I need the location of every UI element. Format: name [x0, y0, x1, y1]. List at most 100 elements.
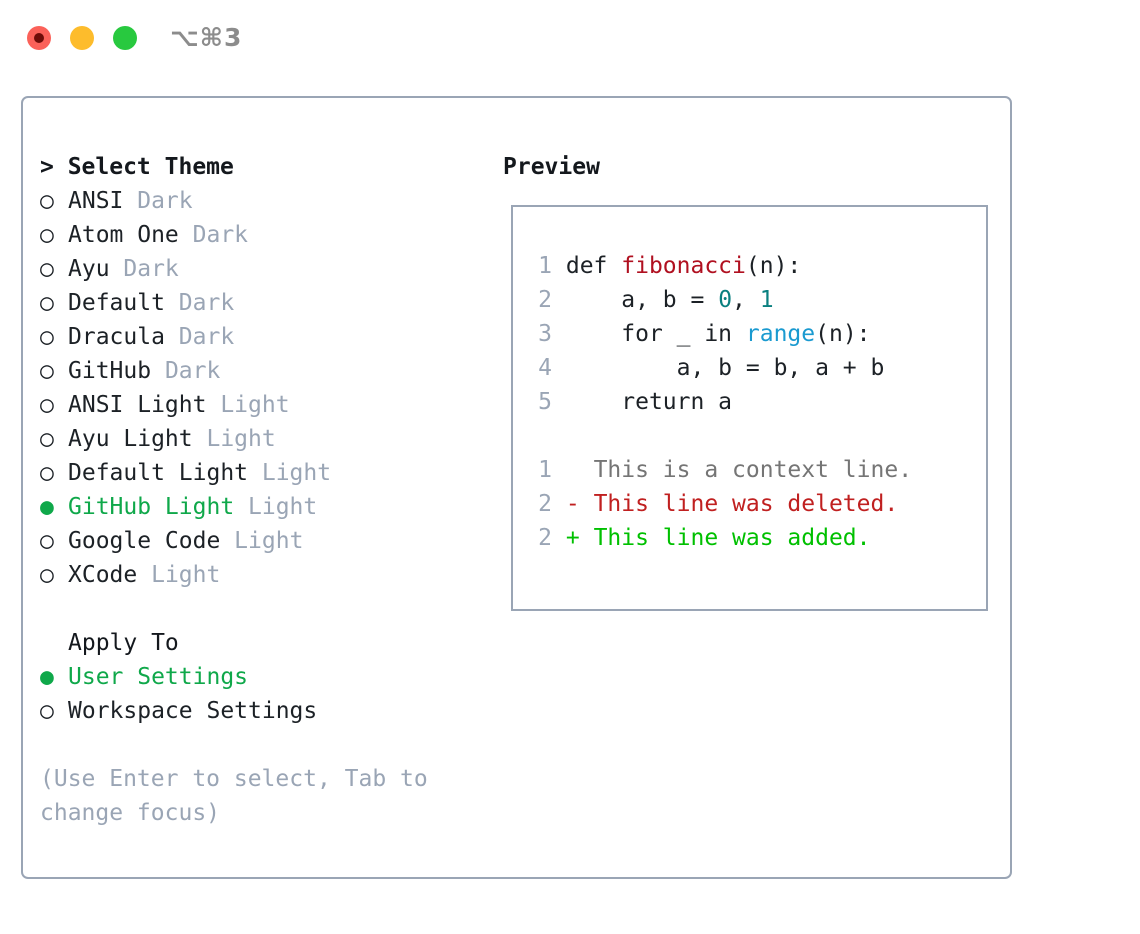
radio-unselected-icon: ○ [40, 358, 54, 384]
diff-sign: + [565, 525, 594, 551]
theme-item[interactable]: ○ Ayu Dark [40, 252, 480, 286]
radio-unselected-icon: ○ [40, 324, 54, 350]
radio-unselected-icon: ○ [40, 460, 54, 486]
theme-name: XCode [68, 562, 138, 588]
select-theme-header: > Select Theme [40, 154, 234, 180]
apply-to-option[interactable]: ○ Workspace Settings [40, 694, 480, 728]
theme-variant-tag: Dark [164, 290, 235, 316]
radio-unselected-icon: ○ [40, 290, 54, 316]
code-token: , [732, 287, 760, 313]
diff-text: This line was deleted. [593, 491, 899, 517]
theme-variant-tag: Dark [123, 188, 193, 214]
radio-selected-icon: ● [40, 494, 54, 520]
theme-variant-tag: Dark [151, 358, 221, 384]
code-line: 5 return a [526, 385, 912, 419]
radio-unselected-icon: ○ [40, 222, 54, 248]
theme-name: GitHub [68, 358, 152, 384]
theme-variant-tag: Light [192, 426, 276, 452]
apply-to-list[interactable]: ● User Settings ○ Workspace Settings [40, 660, 480, 728]
spacer [40, 592, 480, 626]
apply-to-header: Apply To [68, 630, 179, 656]
apply-to-label: Workspace Settings [68, 698, 318, 724]
apply-to-option[interactable]: ● User Settings [40, 660, 480, 694]
line-number: 4 [538, 355, 552, 381]
code-token: fibonacci [621, 253, 746, 279]
theme-name: Ayu [68, 256, 110, 282]
code-line: 1 def fibonacci(n): [526, 249, 912, 283]
theme-name: ANSI [68, 188, 124, 214]
theme-name: Atom One [68, 222, 179, 248]
theme-item[interactable]: ○Google Code Light [40, 524, 480, 558]
radio-unselected-icon: ○ [40, 256, 54, 282]
theme-name: Dracula [68, 324, 165, 350]
line-number: 3 [538, 321, 552, 347]
apply-to-label: User Settings [68, 664, 249, 690]
theme-variant-tag: Light [234, 494, 318, 520]
line-number: 1 [538, 253, 552, 279]
radio-unselected-icon: ○ [40, 426, 54, 452]
code-token: 1 [759, 287, 774, 313]
diff-text: This is a context line. [593, 457, 913, 483]
main-panel: > Select Theme ○ANSI Dark○Atom One Dark○… [21, 96, 1012, 879]
code-token: 0 [718, 287, 733, 313]
line-number: 5 [538, 389, 552, 415]
theme-item[interactable]: ○ Default Dark [40, 286, 480, 320]
theme-variant-tag: Dark [164, 324, 235, 350]
code-token: for _ in [565, 321, 746, 347]
line-number: 2 [538, 491, 552, 517]
line-number: 1 [538, 457, 552, 483]
theme-item[interactable]: ○ Dracula Dark [40, 320, 480, 354]
radio-selected-icon: ● [40, 664, 54, 690]
theme-list[interactable]: ○ ANSI Dark ○ Atom One Dark ○ Ayu Dark ○ Defaul… [40, 184, 480, 592]
diff-line: 1 This is a context line. [526, 453, 912, 487]
theme-name: ANSI Light [68, 392, 207, 418]
code-line: 4 a, b = b, a + b [526, 351, 912, 385]
theme-name: Ayu Light [68, 426, 193, 452]
radio-unselected-icon: ○ [40, 562, 54, 588]
keyboard-hint: (Use Enter to select, Tab to change focu… [40, 766, 428, 826]
radio-unselected-icon: ○ [40, 698, 54, 724]
preview-header: Preview [503, 154, 600, 180]
theme-selector-column: > Select Theme ○ANSI Dark○Atom One Dark○… [40, 150, 480, 830]
code-token: (n): [815, 321, 871, 347]
line-number: 2 [538, 525, 552, 551]
code-line: 3 for _ in range(n): [526, 317, 912, 351]
theme-name: Google Code [68, 528, 221, 554]
title-bar: ⌥⌘3 [0, 0, 1140, 78]
preview-column: Preview 1 def fibonacci(n):2 a, b = 0, 1… [503, 150, 993, 611]
theme-item[interactable]: ○ Default Light Light [40, 456, 480, 490]
code-token: return a [565, 389, 733, 415]
minimize-button[interactable] [70, 26, 94, 50]
diff-text: This line was added. [593, 525, 871, 551]
theme-item[interactable]: ○ GitHub Dark [40, 354, 480, 388]
theme-item[interactable]: ○ ANSI Light Light [40, 388, 480, 422]
diff-sign: - [565, 491, 594, 517]
theme-variant-tag: Dark [109, 256, 179, 282]
radio-unselected-icon: ○ [40, 392, 54, 418]
theme-name: Default Light [68, 460, 249, 486]
line-number: 2 [538, 287, 552, 313]
code-token: def [565, 253, 622, 279]
theme-item[interactable]: ○ XCode Light [40, 558, 480, 592]
radio-unselected-icon: ○ [40, 188, 54, 214]
theme-variant-tag: Light [206, 392, 290, 418]
theme-name: Default [68, 290, 165, 316]
theme-item[interactable]: ●GitHub Light Light [40, 490, 480, 524]
window-controls [27, 26, 137, 50]
theme-item[interactable]: ○ ANSI Dark [40, 184, 480, 218]
code-token: range [745, 321, 816, 347]
diff-sign [566, 457, 594, 483]
theme-variant-tag: Light [248, 460, 332, 486]
theme-item[interactable]: ○Atom One Dark [40, 218, 480, 252]
theme-variant-tag: Light [137, 562, 221, 588]
theme-item[interactable]: ○ Ayu Light Light [40, 422, 480, 456]
maximize-button[interactable] [113, 26, 137, 50]
keyboard-shortcut-label: ⌥⌘3 [170, 23, 243, 52]
close-button[interactable] [27, 26, 51, 50]
diff-line: 2 + This line was added. [526, 521, 912, 555]
diff-line: 2 - This line was deleted. [526, 487, 912, 521]
code-line: 2 a, b = 0, 1 [526, 283, 912, 317]
